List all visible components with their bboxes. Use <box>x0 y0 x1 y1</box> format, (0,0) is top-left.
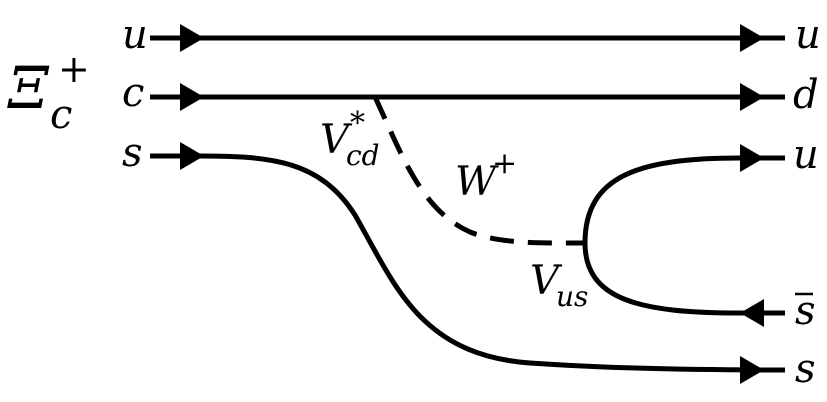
arrow-in-c-icon <box>180 83 204 111</box>
incoming-label-u: u <box>122 12 148 58</box>
outgoing-label-sbar: s <box>795 288 816 334</box>
incoming-label-c: c <box>122 70 144 116</box>
svg-text:V: V <box>530 258 563 304</box>
arrow-sbar-icon <box>740 299 764 327</box>
arrow-in-u-icon <box>180 24 204 52</box>
svg-text:W: W <box>455 159 499 205</box>
vertex-label-vus: V us <box>530 258 588 313</box>
quark-pair-line <box>582 155 785 316</box>
svg-text:*: * <box>350 106 365 141</box>
hadron-subscript: c <box>50 92 72 138</box>
svg-text:+: + <box>492 146 517 181</box>
arrow-in-s-icon <box>180 142 204 170</box>
hadron-superscript: + <box>58 47 90 91</box>
outgoing-label-d: d <box>793 72 819 118</box>
svg-text:us: us <box>556 280 588 313</box>
boson-label: W + <box>455 146 517 205</box>
vertex-label-vcd: V cd * <box>320 106 380 172</box>
hadron-symbol: Ξ <box>7 54 50 122</box>
quark-line-s-spectator <box>150 153 786 373</box>
hadron-label: Ξ c + <box>7 47 90 138</box>
svg-text:cd: cd <box>346 139 380 172</box>
w-boson-line <box>372 95 586 246</box>
outgoing-label-s: s <box>795 346 816 392</box>
arrow-out-u-icon <box>740 24 764 52</box>
arrow-out-u2-icon <box>740 144 764 172</box>
arrow-out-s-icon <box>740 356 764 384</box>
svg-text:V: V <box>320 117 353 163</box>
incoming-label-s: s <box>122 130 143 176</box>
outgoing-label-u: u <box>795 12 821 58</box>
arrow-out-d-icon <box>740 83 764 111</box>
outgoing-label-u2: u <box>793 132 819 178</box>
